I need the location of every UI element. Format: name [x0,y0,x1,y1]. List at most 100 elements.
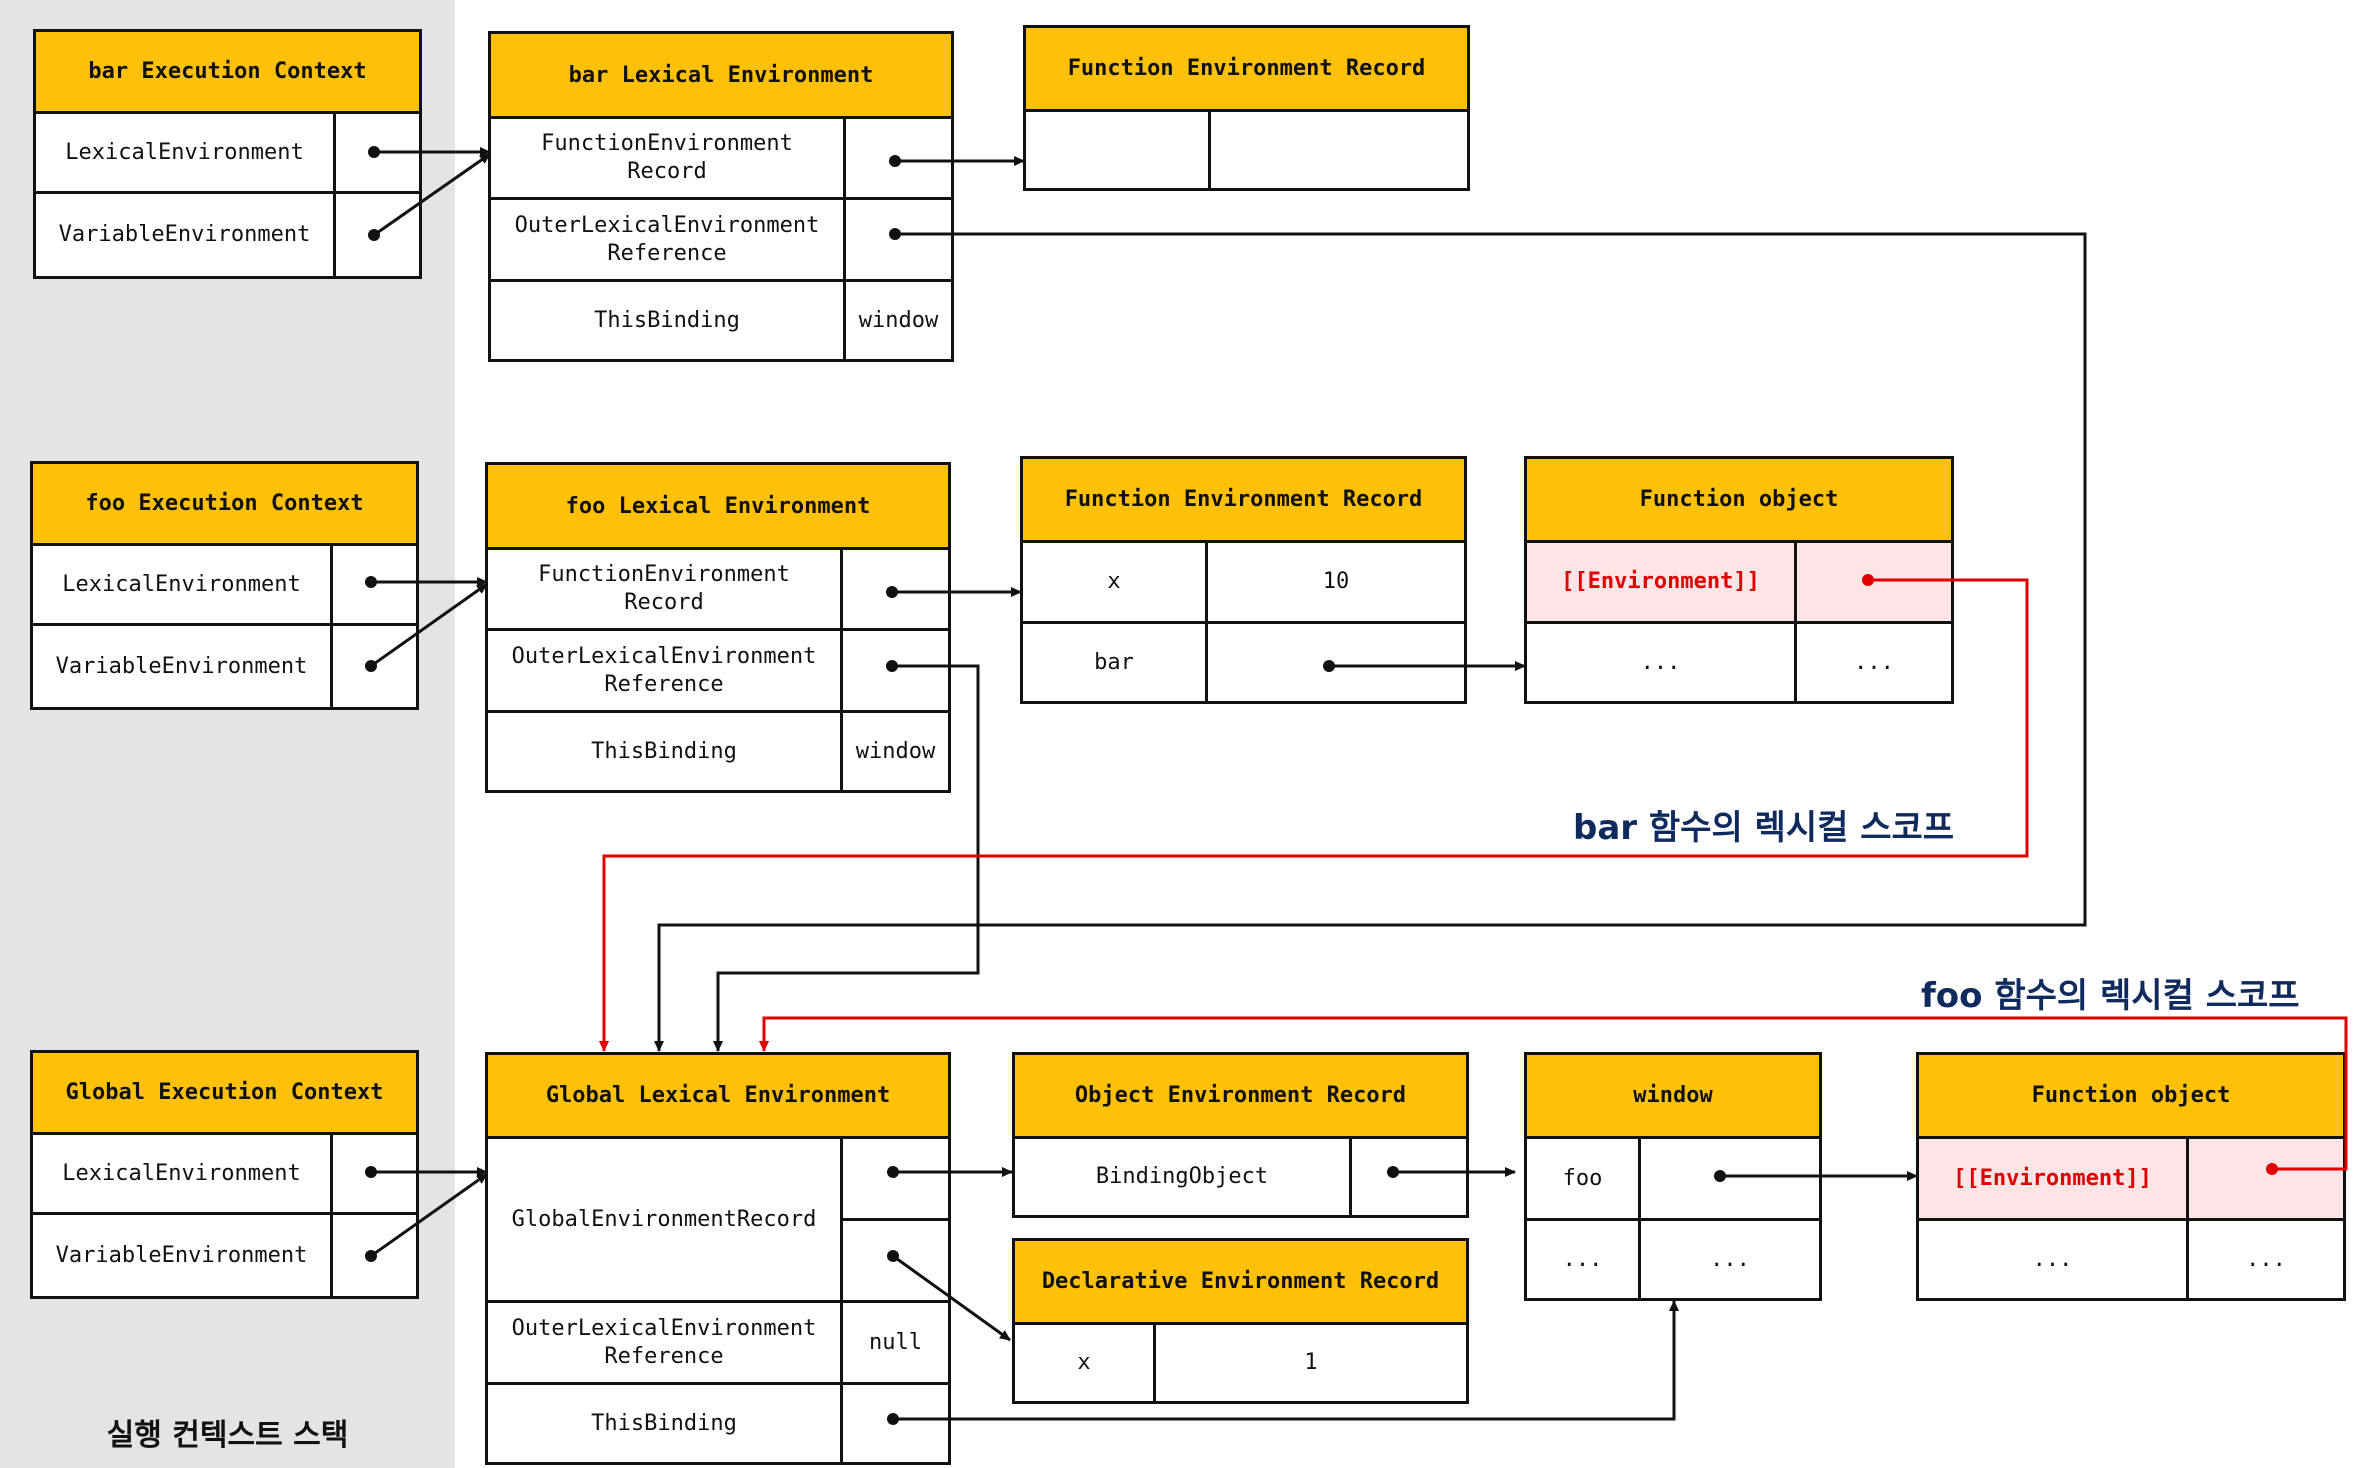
dot-bar-ec-variable [368,229,380,241]
declarative-er-x-name: x [1015,1325,1156,1401]
bar-scope-arrow [599,578,2029,1052]
foo-fer-x-name: x [1023,543,1208,624]
global-le-outer-value: null [843,1303,948,1385]
bar-le-outer-label: OuterLexicalEnvironment Reference [491,200,846,282]
global-le-outer-label: OuterLexicalEnvironment Reference [488,1303,843,1385]
dot-foo-fer-bar [1323,660,1335,672]
bar-fn-environment-slot: [[Environment]] [1527,543,1797,624]
dot-bar-le-outer [889,228,901,240]
global-lexical-environment: Global Lexical Environment GlobalEnviron… [485,1052,951,1465]
bar-le-record-label: FunctionEnvironment Record [491,119,846,200]
bar-function-environment-record: Function Environment Record [1023,25,1470,191]
global-ec-lexical-pointer [333,1135,416,1215]
foo-ec-lexical-pointer [333,546,416,626]
dot-foo-le-record [886,586,898,598]
global-le-record-label: GlobalEnvironmentRecord [488,1139,843,1303]
dot-global-this [887,1413,899,1425]
foo-fn-more-right: ... [2246,1246,2286,1272]
global-execution-context-title: Global Execution Context [33,1053,416,1135]
dot-global-ec-variable [365,1250,377,1262]
bar-fer-name-cell [1026,112,1211,188]
foo-fer-bar-name: bar [1023,624,1208,701]
declarative-environment-record: Declarative Environment Record x 1 [1012,1238,1469,1404]
dot-foo-le-outer [886,660,898,672]
dot-global-object-record [887,1166,899,1178]
foo-lexical-environment: foo Lexical Environment FunctionEnvironm… [485,462,951,793]
foo-fer-title: Function Environment Record [1023,459,1464,543]
foo-le-record-label: FunctionEnvironment Record [488,550,843,631]
dot-bar-fn-environment [1862,574,1874,586]
window-more-left: ... [1527,1221,1641,1298]
foo-function-object-title: Function object [1919,1055,2343,1139]
bar-fn-more-left: ... [1527,624,1797,701]
bar-lexical-environment-title: bar Lexical Environment [491,34,951,119]
foo-execution-context: foo Execution Context LexicalEnvironment… [30,461,419,710]
global-this-binding-arrow [893,1300,1679,1421]
bar-le-outer-arrow [654,232,2087,1052]
bar-execution-context: bar Execution Context LexicalEnvironment… [33,29,422,279]
foo-fn-environment-slot: [[Environment]] [1919,1139,2189,1221]
window-more-right: ... [1710,1246,1750,1272]
window-object-title: window [1527,1055,1819,1139]
foo-function-environment-record: Function Environment Record x 10 bar [1020,456,1467,704]
foo-lexical-environment-title: foo Lexical Environment [488,465,948,550]
dot-window-foo [1714,1170,1726,1182]
dot-bar-le-record [889,155,901,167]
bar-function-object-title: Function object [1527,459,1951,543]
foo-le-outer-pointer [843,631,948,713]
window-object: window foo ... ... [1524,1052,1822,1301]
foo-ec-variable-label: VariableEnvironment [33,626,333,707]
foo-ec-lexical-label: LexicalEnvironment [33,546,333,626]
declarative-er-x-value: 1 [1304,1350,1318,1375]
bar-execution-context-title: bar Execution Context [36,32,419,114]
foo-le-this-label: ThisBinding [488,713,843,790]
dot-global-declarative-record [887,1250,899,1262]
bar-le-record-pointer [846,119,951,200]
global-execution-context: Global Execution Context LexicalEnvironm… [30,1050,419,1299]
foo-le-record-pointer [843,550,948,631]
foo-le-this-value: window [855,738,936,764]
execution-context-stack-label: 실행 컨텍스트 스택 [106,1418,349,1453]
dot-foo-ec-lexical [365,576,377,588]
dot-binding-object [1387,1166,1399,1178]
dot-global-ec-lexical [365,1166,377,1178]
global-le-object-record-pointer [843,1139,948,1221]
bar-lexical-scope-caption: bar 함수의 렉시컬 스코프 [1573,808,1955,848]
foo-fer-x-value: 10 [1208,543,1464,624]
bar-ec-lexical-pointer [336,114,419,194]
dot-foo-fn-environment [2266,1163,2278,1175]
foo-lexical-scope-caption: foo 함수의 렉시컬 스코프 [1921,976,2300,1016]
foo-function-object: Function object [[Environment]] ... ... [1916,1052,2346,1301]
bar-le-this-label: ThisBinding [491,282,846,359]
global-ec-variable-label: VariableEnvironment [33,1215,333,1296]
global-le-declarative-record-pointer [843,1221,948,1303]
object-er-title: Object Environment Record [1015,1055,1466,1139]
bar-function-object: Function object [[Environment]] ... ... [1524,456,1954,704]
global-lexical-environment-title: Global Lexical Environment [488,1055,948,1139]
window-foo-pointer [1641,1139,1819,1221]
bar-ec-variable-arrow [373,152,491,237]
bar-le-this-value: window [858,307,939,333]
bar-lexical-environment: bar Lexical Environment FunctionEnvironm… [488,31,954,362]
global-ec-variable-arrow [370,1172,488,1258]
declarative-er-title: Declarative Environment Record [1015,1241,1466,1325]
bar-fn-environment-pointer [1797,543,1951,624]
foo-ec-variable-arrow [370,582,488,668]
foo-le-outer-label: OuterLexicalEnvironment Reference [488,631,843,713]
foo-fn-environment-pointer [2189,1139,2343,1221]
bar-ec-lexical-label: LexicalEnvironment [36,114,336,194]
dot-foo-ec-variable [365,660,377,672]
foo-fn-more-left: ... [1919,1221,2189,1298]
bar-fer-title: Function Environment Record [1026,28,1467,112]
global-le-this-label: ThisBinding [488,1385,843,1462]
foo-execution-context-title: foo Execution Context [33,464,416,546]
bar-ec-variable-label: VariableEnvironment [36,194,336,276]
object-er-binding-label: BindingObject [1015,1139,1352,1215]
object-environment-record: Object Environment Record BindingObject [1012,1052,1469,1218]
window-foo-key: foo [1527,1139,1641,1221]
foo-le-outer-arrow [713,664,980,1052]
bar-fn-more-right: ... [1854,649,1894,675]
global-declarative-record-arrow [892,1254,1011,1342]
